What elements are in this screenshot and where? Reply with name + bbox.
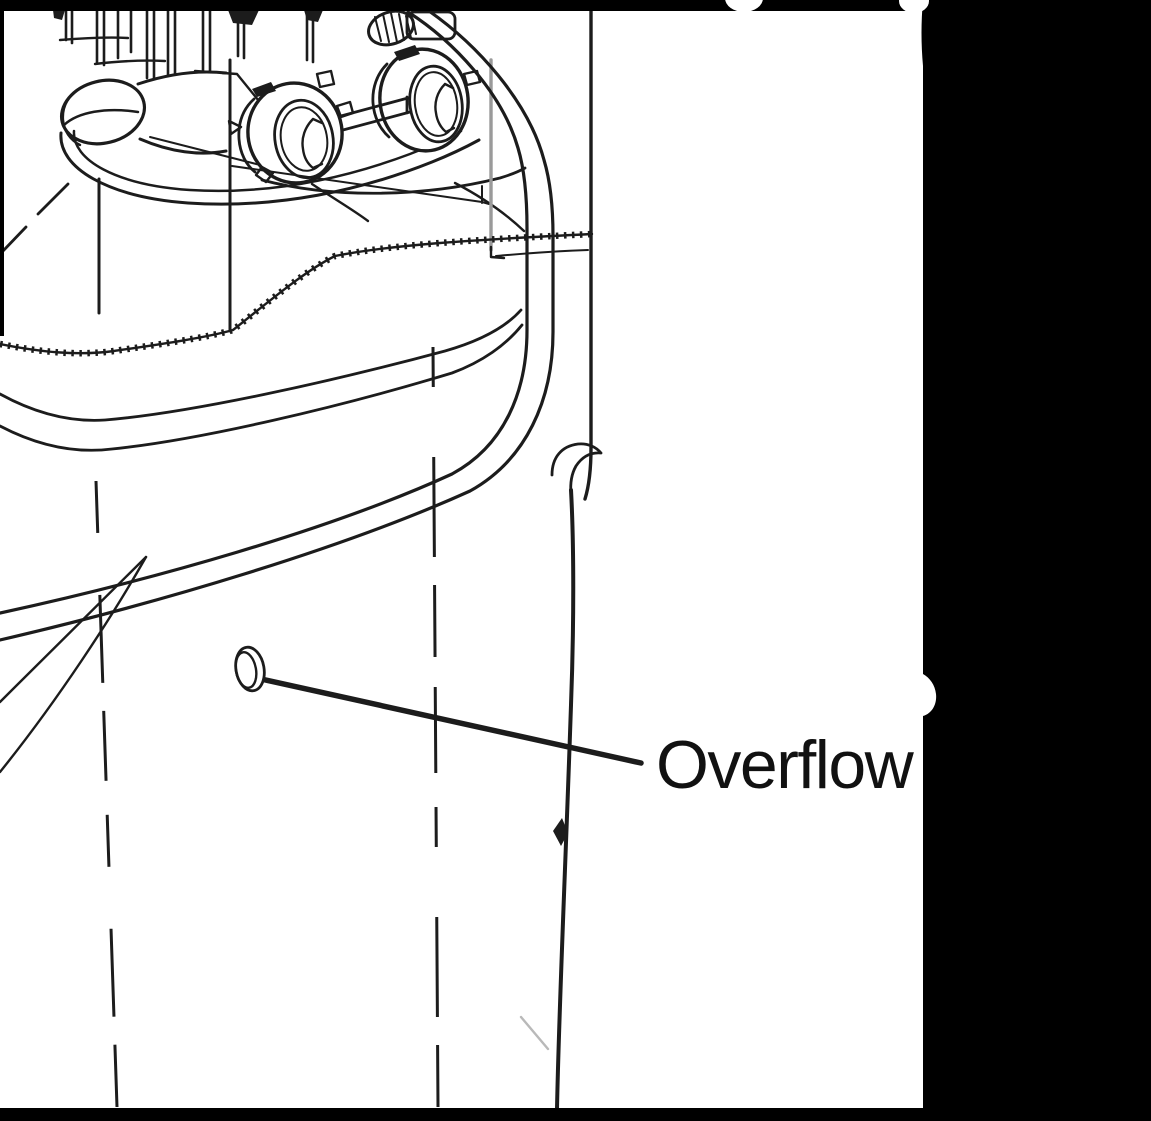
overflow-leader-line [249, 674, 644, 766]
valve-dark-caps [53, 10, 323, 25]
lid-hook-notch [550, 442, 603, 496]
valve-cover-edge-foot [489, 245, 506, 260]
overflow-port-inner [234, 650, 258, 690]
top-bar-notch-left [725, 0, 763, 12]
front-fitting-bayonet-slot [301, 117, 324, 170]
cabinet-shoulder-curve [260, 166, 527, 195]
hidden-lines [94, 346, 440, 1108]
rear-fitting-tab [462, 69, 482, 87]
overflow-callout-graphics [234, 645, 644, 766]
elbow-tube-body [138, 72, 226, 153]
valve-assembly [53, 9, 457, 108]
hidden-line-left [94, 480, 119, 1108]
hose-fittings [237, 45, 482, 185]
rear-fitting-lug [394, 45, 420, 61]
frame-left-bar [0, 0, 4, 336]
frame-bottom-bar [0, 1108, 1151, 1121]
scan-scratch-mark [519, 1015, 550, 1051]
elbow-tube-bottom-edge [138, 137, 228, 155]
hidden-line-center [431, 346, 440, 1108]
blade-inner-edge [0, 555, 148, 774]
front-edge-barb-mark [553, 818, 568, 846]
opening-front-rim-outer [0, 9, 555, 642]
front-fitting-collar-arc [237, 97, 257, 174]
rod-small-square [315, 69, 336, 89]
valve-cap-blob [53, 10, 65, 20]
front-fitting-lug [252, 82, 276, 97]
elbow-tube-bell-inner-rim [61, 86, 82, 147]
cabinet-shoulder-diagonal [310, 182, 370, 223]
lid-seam-line [0, 232, 594, 355]
frame-top-bar [0, 0, 928, 11]
cabinet-right-back-edge [583, 9, 593, 501]
frame-white-notches [725, 0, 929, 13]
valve-cap-blob [304, 10, 323, 22]
rear-fitting-collar-arc [371, 62, 391, 139]
opening-front-rim-inner [0, 10, 529, 615]
line-art [0, 9, 644, 1111]
valve-body-connector-lines [58, 36, 265, 108]
overflow-label: Overflow [656, 727, 915, 803]
front-fitting-tab [335, 100, 355, 119]
knob-knurling-hatch [374, 12, 417, 43]
tank-flange-far-arc [149, 136, 269, 168]
rear-fitting-bayonet-slot [434, 82, 456, 134]
blade-outer-edge [0, 555, 148, 704]
lid-seam-lower-line [495, 249, 589, 257]
opening-inner-rim-upper [0, 308, 523, 422]
opening-inner-rim-lower [0, 323, 524, 452]
tank-dome-hidden-dashes [1, 182, 70, 253]
elbow-tube-top-edge [136, 70, 228, 86]
rear-fitting-bore-inner-line [413, 71, 459, 137]
fitting-connecting-rod [338, 95, 412, 133]
tank-flange-top-left-lip [62, 108, 140, 127]
front-fitting-bore-inner-line [279, 106, 329, 172]
tank-flange-outer-rim [59, 131, 481, 206]
top-bar-notch-right [899, 0, 929, 13]
valve-base-wedge-icon [227, 119, 243, 136]
frame-right-region [921, 0, 1151, 1121]
valve-cap-blob [228, 10, 259, 25]
blade-swoosh [0, 555, 148, 774]
cabinet-recess-edge [231, 165, 490, 205]
